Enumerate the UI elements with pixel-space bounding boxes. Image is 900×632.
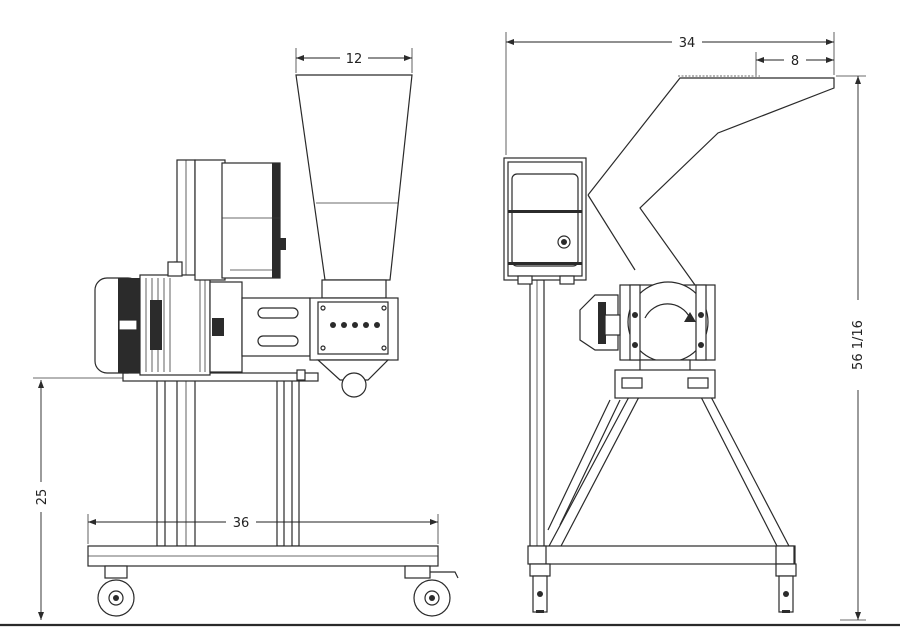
caster-side-left bbox=[529, 563, 551, 613]
grinder-body bbox=[614, 281, 716, 399]
dimension-36: 36 bbox=[87, 514, 439, 544]
motor-side bbox=[579, 294, 621, 351]
motor bbox=[94, 261, 211, 376]
caster-side-right bbox=[775, 563, 797, 613]
caster-left bbox=[97, 565, 135, 617]
feed-chute bbox=[587, 75, 835, 286]
dimension-8: 8 bbox=[755, 52, 834, 75]
dimension-label-overall-width: 34 bbox=[679, 36, 696, 51]
dimension-label-overall-height: 56 1/16 bbox=[851, 320, 866, 370]
grinding-head bbox=[309, 297, 399, 398]
dimension-label-frame-height: 25 bbox=[35, 489, 50, 506]
caster-right bbox=[404, 565, 459, 617]
side-view bbox=[503, 75, 835, 613]
dimension-label-outlet: 8 bbox=[791, 54, 799, 69]
hopper bbox=[295, 74, 413, 299]
control-box-front bbox=[194, 159, 286, 281]
base-frame bbox=[87, 372, 439, 567]
front-view bbox=[33, 74, 459, 617]
control-box-side bbox=[503, 157, 587, 285]
dimension-label-frame-length: 36 bbox=[233, 516, 250, 531]
dimension-12: 12 bbox=[295, 48, 413, 73]
dimension-25: 25 bbox=[35, 380, 50, 620]
coupling-housing bbox=[209, 281, 311, 381]
dimension-34: 34 bbox=[505, 32, 835, 155]
dimension-56: 56 1/16 bbox=[836, 75, 866, 621]
a-frame bbox=[527, 279, 796, 565]
dimension-label-hopper: 12 bbox=[346, 52, 363, 67]
